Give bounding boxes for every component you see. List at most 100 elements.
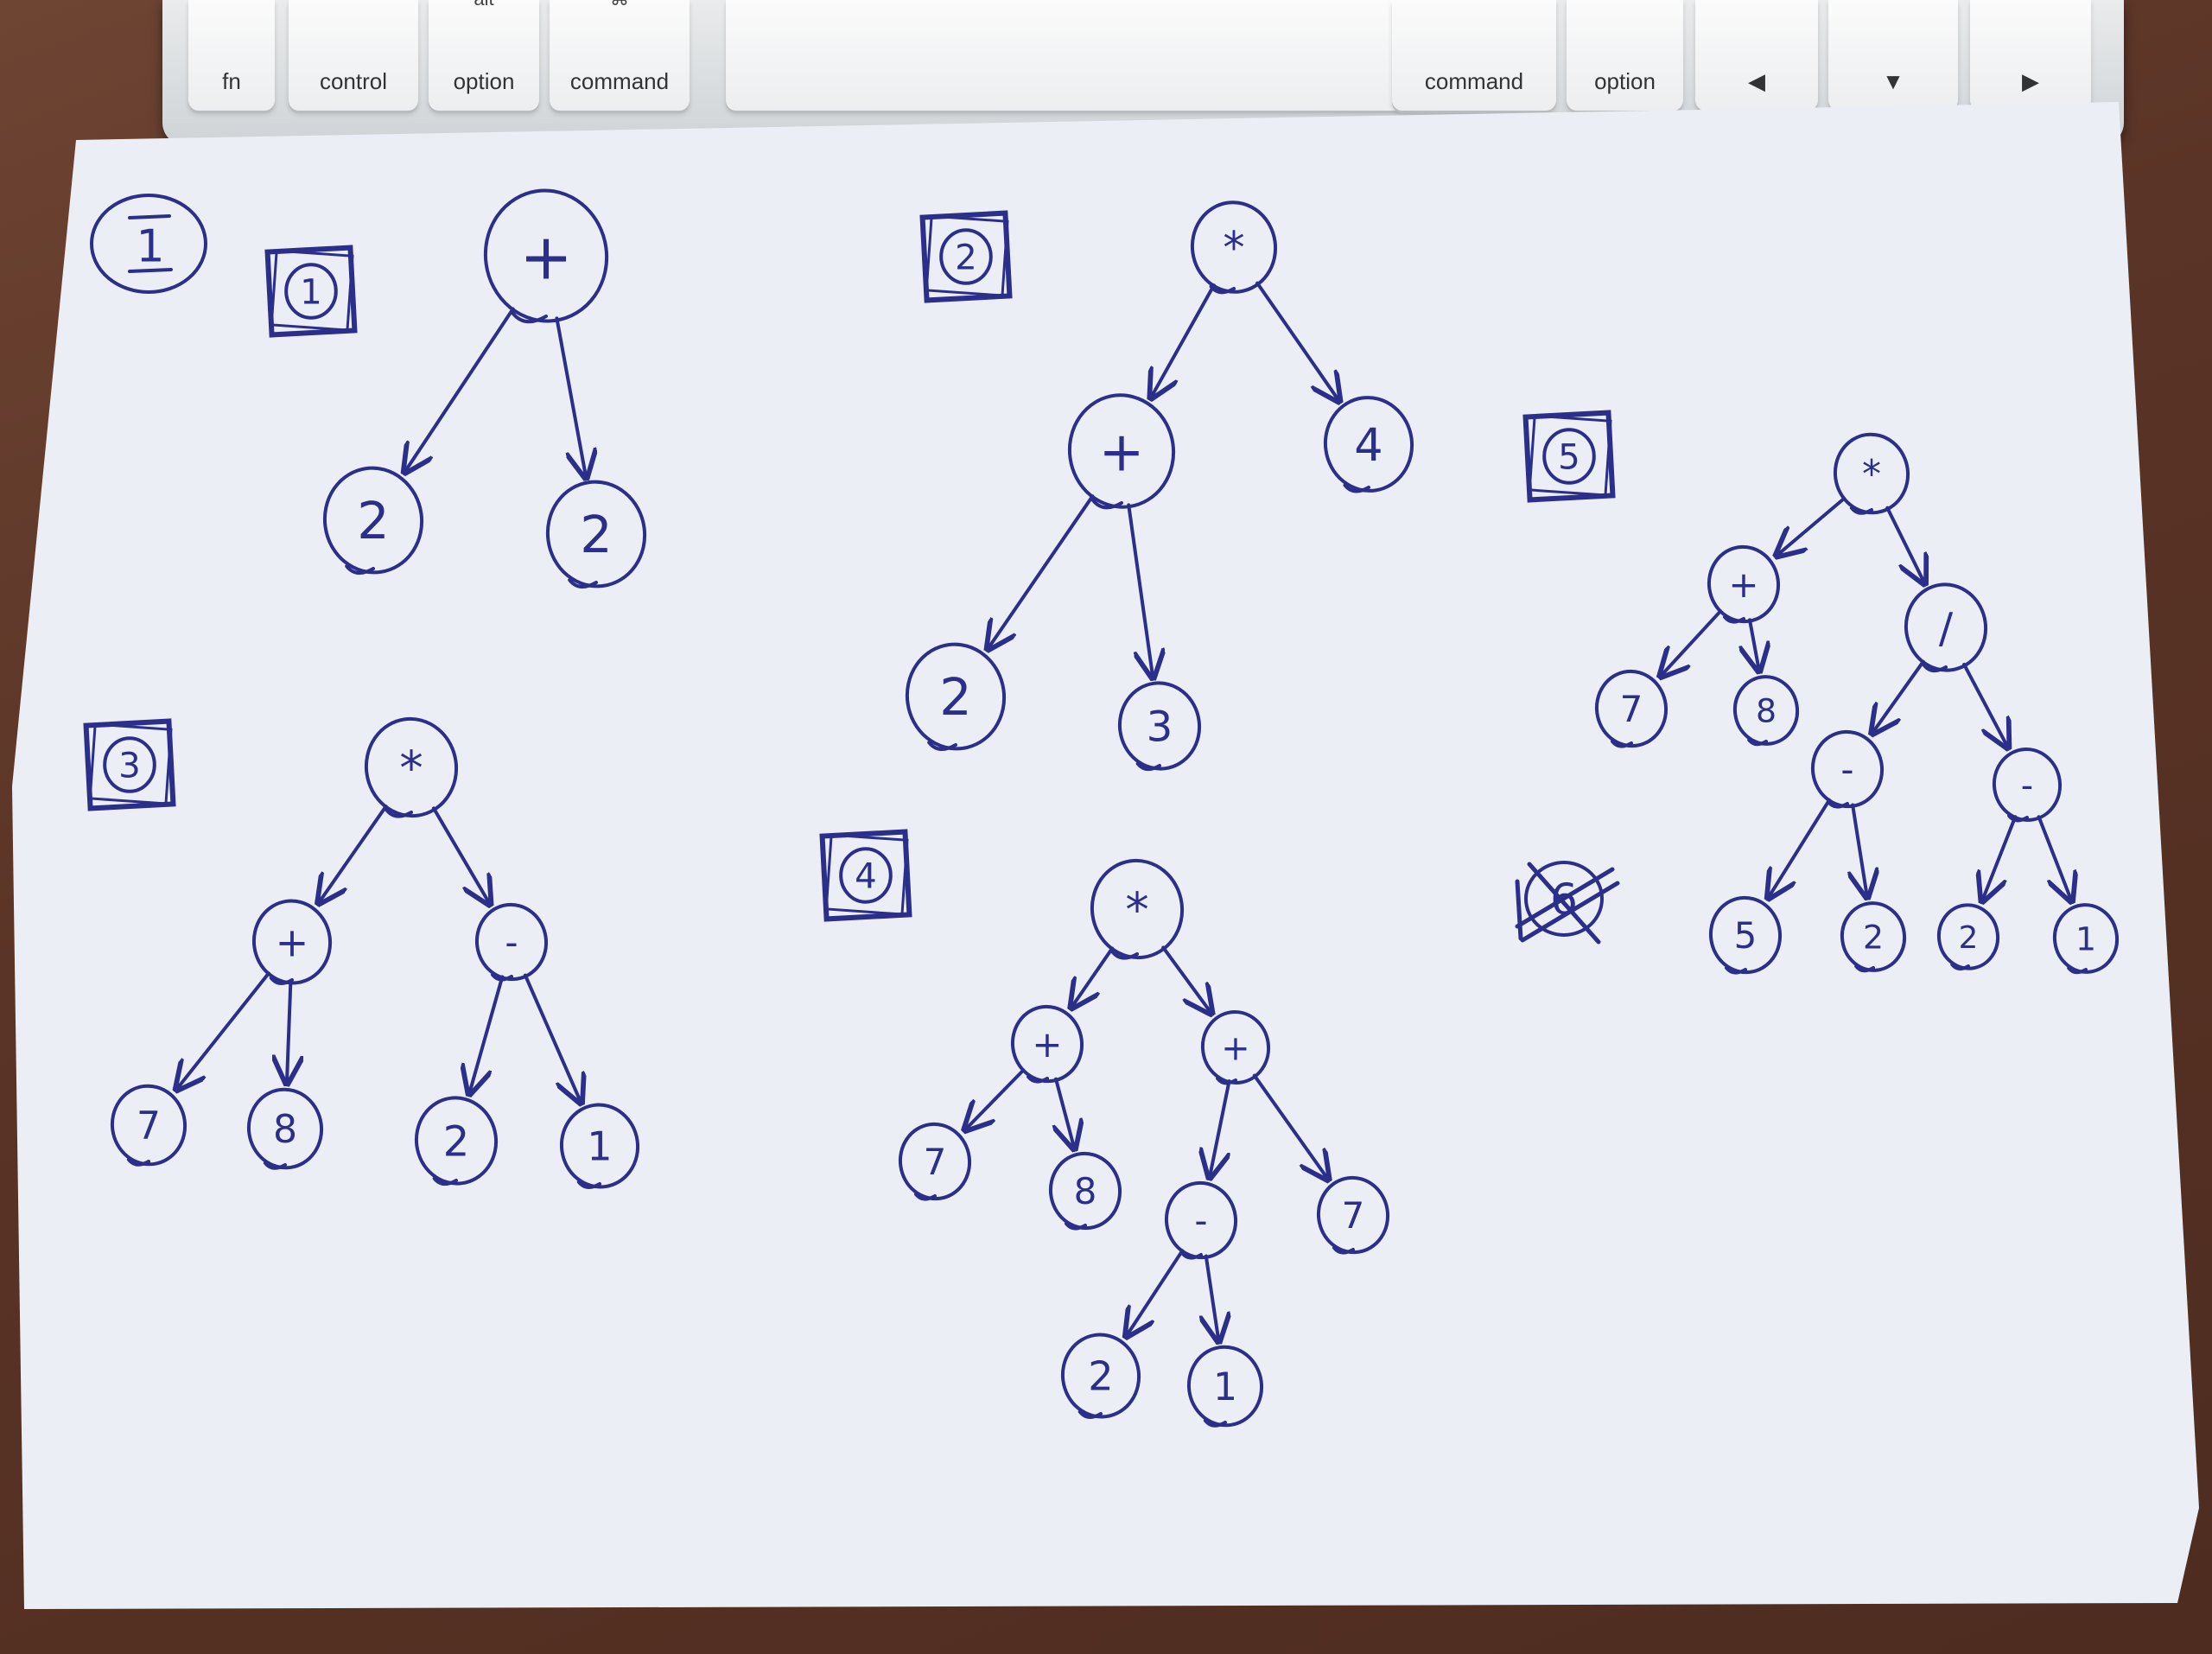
node-stroke-tail bbox=[511, 311, 548, 324]
page-marker-number: 1 bbox=[136, 221, 164, 273]
node-label: * bbox=[1223, 222, 1244, 273]
node-label: * bbox=[1862, 453, 1881, 497]
tree-edge-arrow bbox=[1211, 1079, 1231, 1174]
box-number: 5 bbox=[1558, 437, 1580, 478]
tree-edge-arrow bbox=[1874, 659, 1925, 731]
page-marker: 1 bbox=[90, 194, 207, 294]
key-option-left[interactable]: optionalt bbox=[429, 0, 539, 111]
node-circle bbox=[474, 902, 549, 982]
key-command-left[interactable]: command⌘ bbox=[550, 0, 690, 111]
tree-edge-arrow bbox=[1962, 662, 2006, 745]
node-stroke-tail bbox=[1077, 1409, 1103, 1419]
page-marker-circle bbox=[90, 194, 207, 294]
tree-edge-arrow bbox=[1073, 946, 1115, 1005]
node-stroke-tail bbox=[1725, 966, 1747, 975]
tree-number-box: 1 bbox=[264, 245, 358, 338]
node-stroke-tail bbox=[1849, 506, 1873, 515]
key-arrow-right[interactable]: ▶ bbox=[1970, 0, 2091, 111]
node-label: - bbox=[1194, 1199, 1207, 1242]
tree-node: 8 bbox=[1732, 675, 1800, 747]
node-label: 4 bbox=[1354, 419, 1382, 472]
key-command-right[interactable]: command bbox=[1392, 0, 1556, 111]
node-stroke-tail bbox=[1027, 1075, 1049, 1084]
tree-node: + bbox=[1200, 1010, 1271, 1085]
node-label: / bbox=[1939, 604, 1954, 652]
box-outline bbox=[1522, 410, 1616, 503]
node-circle bbox=[545, 480, 647, 588]
tree-edge-arrow bbox=[1779, 496, 1847, 554]
node-label: 2 bbox=[1863, 919, 1884, 957]
box-number: 1 bbox=[300, 272, 322, 313]
key-control[interactable]: control bbox=[289, 0, 418, 111]
node-label: * bbox=[399, 741, 423, 796]
key-fn[interactable]: fn bbox=[188, 0, 275, 111]
node-label: 5 bbox=[1734, 914, 1758, 957]
box-outline bbox=[83, 718, 176, 811]
tree-node: 2 bbox=[1840, 901, 1907, 973]
node-stroke-tail bbox=[927, 741, 957, 751]
node-stroke-tail bbox=[1209, 284, 1236, 295]
tree-edge-arrow bbox=[431, 806, 488, 901]
node-stroke-tail bbox=[1180, 1251, 1203, 1260]
tree-node: - bbox=[1992, 747, 2063, 823]
box-number: 4 bbox=[855, 856, 877, 897]
node-stroke-tail bbox=[345, 564, 375, 575]
tree-edge-arrow bbox=[989, 494, 1095, 646]
node-stroke-tail bbox=[1135, 761, 1161, 772]
tree-node: + bbox=[1067, 393, 1176, 510]
key-option-right[interactable]: option bbox=[1567, 0, 1683, 111]
tree-node: 1 bbox=[1186, 1345, 1264, 1428]
tree-node: 8 bbox=[246, 1087, 324, 1170]
tree-edge-arrow bbox=[1885, 506, 1923, 581]
node-label: + bbox=[1099, 421, 1145, 484]
key-label: ▼ bbox=[1882, 68, 1904, 94]
tree-node: 8 bbox=[1048, 1151, 1122, 1231]
tree-node: 2 bbox=[905, 642, 1007, 751]
box-outline-scribble bbox=[925, 214, 1009, 297]
node-circle bbox=[1594, 669, 1669, 748]
box-number: 2 bbox=[955, 238, 977, 278]
node-circle bbox=[246, 1087, 324, 1170]
node-circle bbox=[2052, 903, 2120, 974]
key-label: control bbox=[319, 68, 388, 94]
node-label: 2 bbox=[357, 491, 389, 550]
node-label: - bbox=[2021, 766, 2033, 805]
key-label: option bbox=[453, 68, 515, 94]
tree-node: + bbox=[483, 188, 609, 324]
node-circle bbox=[1708, 895, 1783, 975]
node-circle bbox=[1323, 396, 1414, 493]
node-circle bbox=[251, 899, 333, 985]
tree-node: * bbox=[364, 716, 459, 818]
node-stroke-tail bbox=[2067, 966, 2088, 975]
box-outline bbox=[919, 210, 1013, 303]
node-label: 2 bbox=[1959, 920, 1979, 956]
node-stroke-tail bbox=[568, 578, 598, 588]
node-circle bbox=[1067, 393, 1176, 509]
node-circle bbox=[1810, 729, 1885, 809]
node-circle bbox=[1707, 544, 1781, 624]
node-label: 2 bbox=[1088, 1353, 1113, 1400]
box-circle bbox=[839, 847, 893, 904]
node-circle bbox=[364, 716, 459, 818]
tree-node: 1 bbox=[559, 1103, 640, 1189]
node-circle bbox=[110, 1084, 188, 1167]
key-arrow-left[interactable]: ◀ bbox=[1695, 0, 1818, 111]
tree-edge-arrow bbox=[555, 316, 585, 474]
tree-node: 2 bbox=[414, 1096, 499, 1186]
tree-edge-arrow bbox=[1255, 281, 1338, 399]
tree-node: - bbox=[1810, 729, 1885, 809]
key-arrow-down[interactable]: ▼ bbox=[1828, 0, 1958, 111]
node-stroke-tail bbox=[914, 1193, 937, 1201]
keyboard: fncontroloptionaltcommand⌘commandoption◀… bbox=[162, 0, 2124, 145]
tree-edge-arrow bbox=[1127, 503, 1153, 674]
node-stroke-tail bbox=[432, 1176, 458, 1186]
node-circle bbox=[1833, 432, 1910, 515]
node-stroke-tail bbox=[1747, 738, 1768, 747]
tree-edge-arrow bbox=[1662, 609, 1723, 674]
node-label: + bbox=[1221, 1028, 1249, 1068]
tree-node: * bbox=[1090, 858, 1185, 960]
node-label: 7 bbox=[924, 1141, 947, 1183]
tree-edge-arrow bbox=[1128, 1249, 1185, 1333]
node-stroke-tail bbox=[1723, 615, 1745, 624]
